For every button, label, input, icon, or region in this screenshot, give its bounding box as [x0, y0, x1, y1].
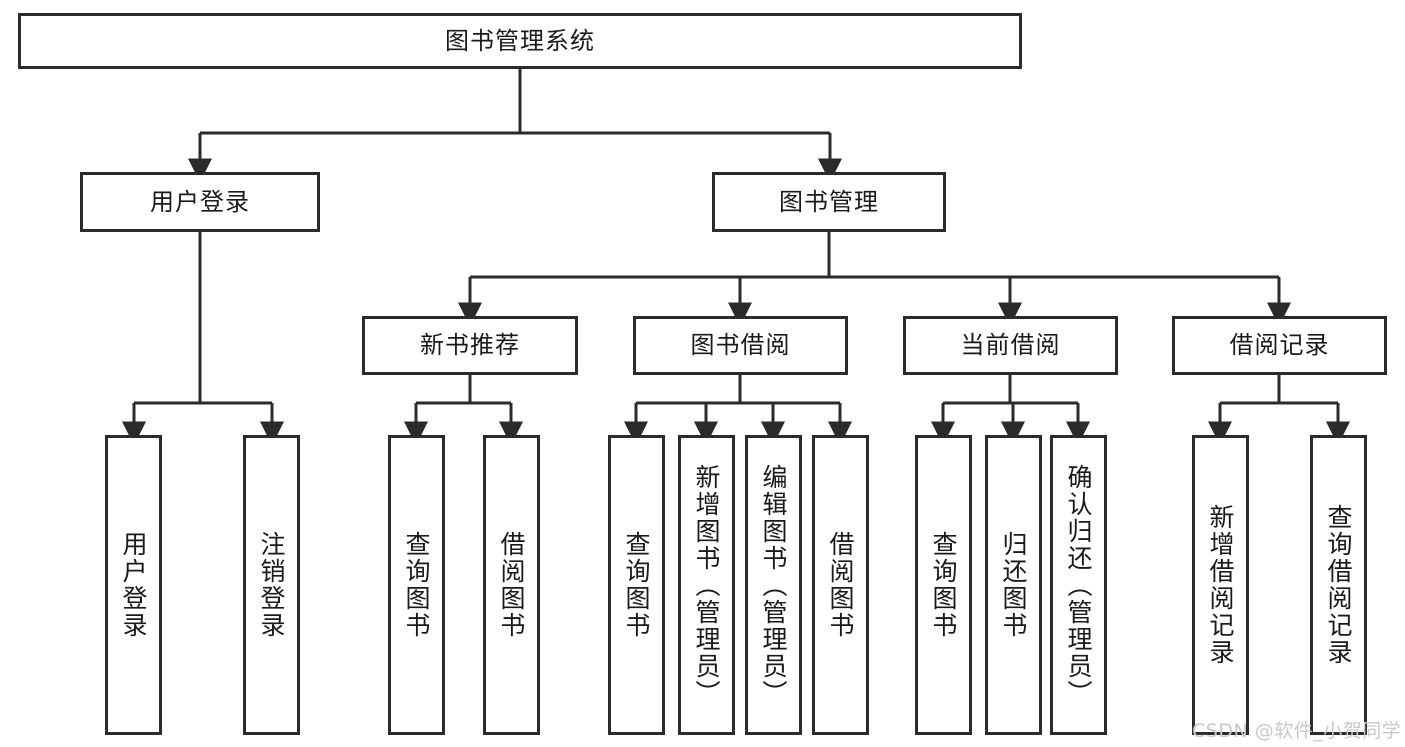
node-leaf-query-record-label: 查询借阅记录 [1324, 504, 1353, 666]
node-book-manage[interactable]: 图书管理 [712, 172, 946, 232]
node-leaf-borrow-book-1[interactable]: 借阅图书 [483, 435, 540, 735]
node-leaf-query-book-1-label: 查询图书 [402, 531, 431, 639]
node-leaf-query-book-3[interactable]: 查询图书 [915, 435, 972, 735]
node-book-borrow-label: 图书借阅 [690, 331, 791, 360]
node-leaf-borrow-book-2[interactable]: 借阅图书 [812, 435, 869, 735]
node-loan-records-label: 借阅记录 [1229, 331, 1330, 360]
node-leaf-logout-label: 注销登录 [257, 531, 286, 639]
node-leaf-return-book-label: 归还图书 [999, 531, 1028, 639]
node-user-login[interactable]: 用户登录 [80, 172, 320, 232]
node-root-label: 图书管理系统 [445, 26, 595, 55]
node-leaf-user-login[interactable]: 用户登录 [105, 435, 162, 735]
node-leaf-borrow-book-2-label: 借阅图书 [826, 531, 855, 639]
node-leaf-confirm-return-label: 确认归还（管理员） [1064, 463, 1093, 707]
node-leaf-user-login-label: 用户登录 [119, 531, 148, 639]
node-leaf-add-record-label: 新增借阅记录 [1206, 504, 1235, 666]
node-leaf-add-book[interactable]: 新增图书（管理员） [678, 435, 735, 735]
node-leaf-query-book-3-label: 查询图书 [929, 531, 958, 639]
node-leaf-borrow-book-1-label: 借阅图书 [497, 531, 526, 639]
node-current-loans[interactable]: 当前借阅 [903, 316, 1118, 375]
node-new-book-rec-label: 新书推荐 [420, 331, 520, 360]
node-leaf-return-book[interactable]: 归还图书 [985, 435, 1042, 735]
node-leaf-query-book-2-label: 查询图书 [622, 531, 651, 639]
node-leaf-edit-book-label: 编辑图书（管理员） [759, 463, 788, 707]
node-root[interactable]: 图书管理系统 [18, 13, 1022, 69]
node-book-borrow[interactable]: 图书借阅 [633, 316, 848, 375]
node-leaf-logout[interactable]: 注销登录 [243, 435, 300, 735]
node-leaf-query-book-1[interactable]: 查询图书 [388, 435, 445, 735]
node-leaf-confirm-return[interactable]: 确认归还（管理员） [1050, 435, 1107, 735]
node-new-book-rec[interactable]: 新书推荐 [362, 316, 578, 375]
node-leaf-add-book-label: 新增图书（管理员） [692, 463, 721, 707]
node-book-manage-label: 图书管理 [779, 187, 879, 216]
node-leaf-add-record[interactable]: 新增借阅记录 [1192, 435, 1249, 735]
node-leaf-edit-book[interactable]: 编辑图书（管理员） [745, 435, 802, 735]
node-current-loans-label: 当前借阅 [960, 331, 1061, 360]
node-leaf-query-record[interactable]: 查询借阅记录 [1310, 435, 1367, 735]
csdn-watermark: CSDN @软件_小贺同学 [1192, 720, 1402, 742]
node-loan-records[interactable]: 借阅记录 [1172, 316, 1387, 375]
node-leaf-query-book-2[interactable]: 查询图书 [608, 435, 665, 735]
node-user-login-label: 用户登录 [150, 187, 250, 216]
